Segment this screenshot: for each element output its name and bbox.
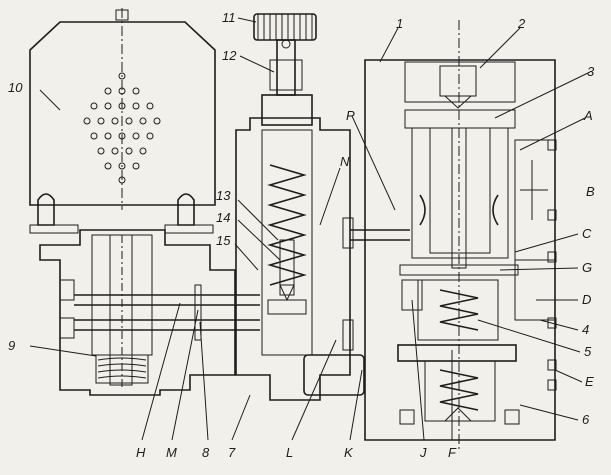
label-N: N (340, 154, 350, 169)
label-C: C (582, 226, 592, 241)
label-F: F (448, 445, 457, 460)
label-G: G (582, 260, 592, 275)
labels: 10 11 12 1 2 3 A P N B 13 14 15 C G D 4 … (8, 10, 595, 460)
filter-cap-10 (29, 8, 216, 210)
label-11: 11 (222, 10, 236, 25)
label-9: 9 (8, 338, 15, 353)
label-15: 15 (216, 233, 231, 248)
label-E: E (585, 374, 594, 389)
label-13: 13 (216, 188, 231, 203)
cap-clips (29, 193, 214, 234)
label-8: 8 (202, 445, 210, 460)
label-4: 4 (582, 322, 589, 337)
label-10: 10 (8, 80, 23, 95)
label-K: K (344, 445, 354, 460)
label-J: J (419, 445, 427, 460)
label-3: 3 (587, 64, 595, 79)
label-6: 6 (582, 412, 590, 427)
label-L: L (286, 445, 293, 460)
label-12: 12 (222, 48, 237, 63)
label-B: B (586, 184, 595, 199)
left-housing (39, 229, 260, 396)
label-D: D (582, 292, 591, 307)
label-P: P (346, 108, 355, 123)
filter-holes (83, 72, 161, 184)
right-valve-body (364, 20, 557, 450)
label-7: 7 (228, 445, 236, 460)
label-2: 2 (517, 16, 526, 31)
label-H: H (136, 445, 146, 460)
label-1: 1 (396, 16, 403, 31)
label-M: M (166, 445, 177, 460)
label-A: A (583, 108, 593, 123)
regulator-tower (235, 13, 410, 401)
leader-lines (29, 17, 591, 441)
label-14: 14 (216, 210, 230, 225)
label-5: 5 (584, 344, 592, 359)
